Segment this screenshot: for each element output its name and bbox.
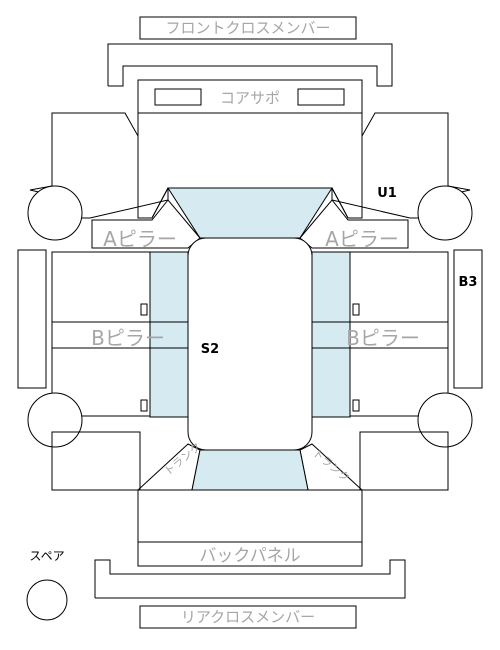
right-side-sill (453, 249, 483, 389)
left-side-sill (17, 249, 47, 389)
marker-s2: S2 (201, 342, 219, 357)
back-panel-box (137, 541, 363, 567)
rear-window (191, 449, 309, 491)
spare-label: スペア (29, 549, 64, 563)
rear-bumper-bracket (94, 559, 406, 599)
a-pillar-left-outline (91, 199, 201, 249)
rear-right-wheel (417, 392, 473, 448)
marker-b3: B3 (459, 275, 478, 290)
rear-right-quarter-panel (359, 431, 449, 491)
rear-cross-member-label: リアクロスメンバー (181, 608, 315, 626)
front-cross-member-label: フロントクロスメンバー (165, 19, 330, 37)
back-panel-label: バックパネル (199, 546, 300, 566)
front-left-wheel (27, 185, 83, 241)
front-left-door (51, 251, 151, 323)
front-right-door-handle (352, 303, 360, 316)
core-support-left-slot (154, 88, 202, 106)
rear-cross-member-box (139, 605, 357, 629)
front-left-door-handle (140, 303, 148, 316)
marker-u1: U1 (377, 186, 397, 201)
front-bumper-bracket (107, 43, 393, 87)
rear-right-door-handle (352, 399, 360, 412)
core-support-right-slot (297, 88, 345, 106)
front-cross-member-box (139, 16, 357, 40)
right-side-windows (311, 251, 351, 418)
b-pillar-right-label: Bピラー (346, 326, 420, 350)
a-pillar-right-label: Aピラー (325, 227, 399, 251)
rear-left-wheel (27, 392, 83, 448)
trunk-right-label: トランク (310, 446, 352, 484)
front-right-door (349, 251, 449, 323)
a-pillar-left-label: Aピラー (103, 227, 177, 251)
windshield (167, 187, 333, 239)
a-pillar-right-outline (299, 199, 409, 249)
trunk-lid (137, 489, 363, 543)
core-support-label: コアサポ (220, 89, 280, 107)
spare-tire (26, 579, 68, 621)
rear-left-door-handle (140, 399, 148, 412)
front-right-wheel (417, 185, 473, 241)
b-pillar-left-label: Bピラー (91, 326, 165, 350)
